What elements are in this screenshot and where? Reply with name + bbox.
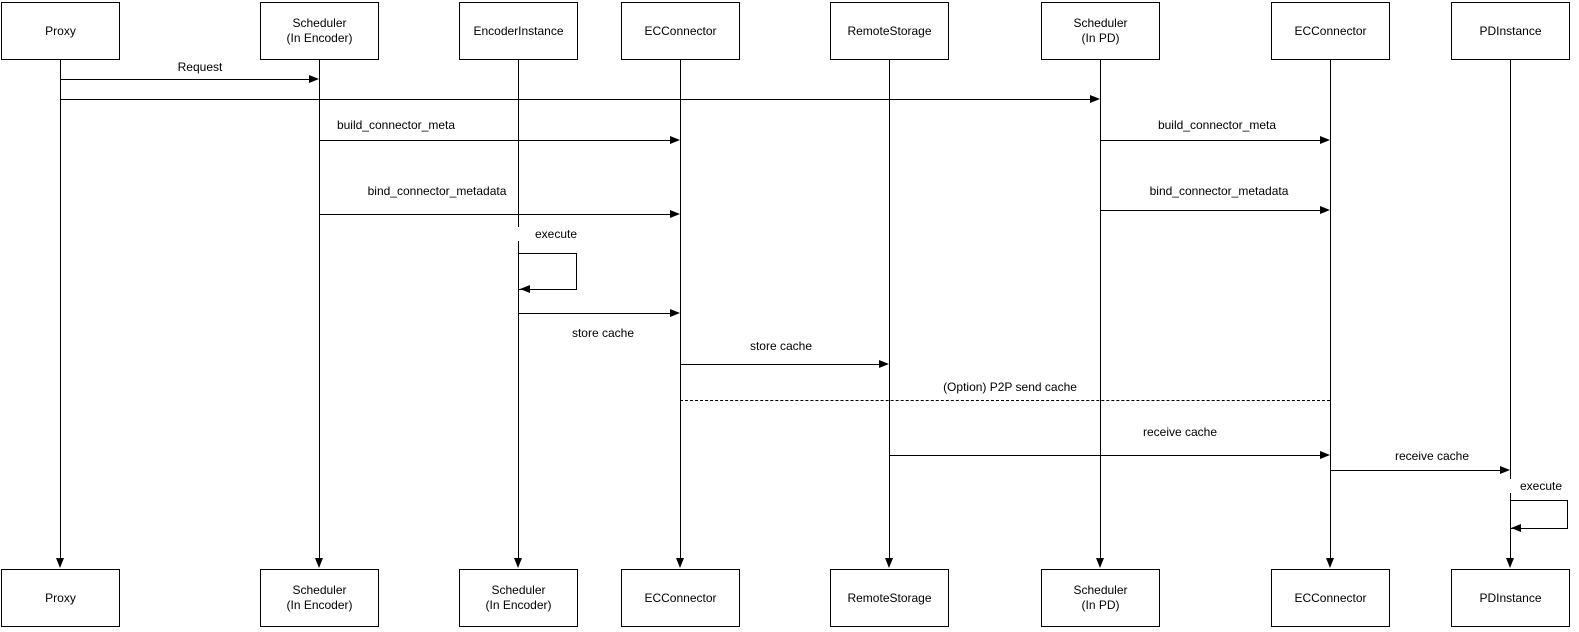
message-line-bind-connector-metadata-right [1100,210,1320,211]
lifeline-remote-storage-arrowhead-icon [885,558,893,568]
participant-top-pd-instance: PDInstance [1451,2,1570,60]
lifeline-ecconnector-right-arrowhead-icon [1326,558,1334,568]
lifeline-remote-storage [889,59,890,558]
message-label-bind-connector-metadata-right: bind_connector_metadata [1139,184,1299,198]
message-label-request: Request [130,60,270,74]
message-build-connector-meta-right-arrowhead-icon [1320,136,1330,144]
participant-top-ecconnector-right: ECConnector [1271,2,1390,60]
lifeline-ecconnector-left-arrowhead-icon [676,558,684,568]
lifeline-pd-instance-arrowhead-icon [1506,558,1514,568]
lifeline-scheduler-pd-arrowhead-icon [1096,558,1104,568]
participant-top-encoder-instance: EncoderInstance [459,2,578,60]
participant-bottom-pd-instance: PDInstance [1451,569,1570,627]
message-request-arrowhead-icon [309,75,319,83]
message-label-store-cache-remote: store cache [711,339,851,353]
message-receive-cache-pd-arrowhead-icon [1500,466,1510,474]
message-proxy-to-scheduler-pd-arrowhead-icon [1090,95,1100,103]
lifeline-scheduler-encoder-arrowhead-icon [315,558,323,568]
participant-bottom-scheduler-encoder: Scheduler (In Encoder) [260,569,379,627]
participant-top-scheduler-encoder: Scheduler (In Encoder) [260,2,379,60]
message-store-cache-encoder-arrowhead-icon [670,309,680,317]
participant-bottom-scheduler-encoder-2: Scheduler (In Encoder) [459,569,578,627]
participant-bottom-proxy: Proxy [1,569,120,627]
message-line-p2p-send-cache [680,400,1330,401]
participant-top-ecconnector-left: ECConnector [621,2,740,60]
message-line-receive-cache-remote [889,455,1320,456]
message-receive-cache-remote-arrowhead-icon [1320,451,1330,459]
message-label-build-connector-meta-right: build_connector_meta [1147,118,1287,132]
message-loop-execute-pd [1510,500,1568,529]
message-line-receive-cache-pd [1330,470,1500,471]
lifeline-ecconnector-left [680,59,681,558]
lifeline-encoder-instance [518,59,519,558]
message-line-proxy-to-scheduler-pd [60,99,1090,100]
lifeline-ecconnector-right [1330,59,1331,558]
message-bind-connector-metadata-right-arrowhead-icon [1320,206,1330,214]
message-line-store-cache-encoder [518,313,670,314]
lifeline-pd-instance [1510,59,1511,558]
participant-bottom-remote-storage: RemoteStorage [830,569,949,627]
message-line-store-cache-remote [680,364,879,365]
message-label-store-cache-encoder: store cache [533,326,673,340]
message-execute-encoder-arrowhead-icon [520,285,530,293]
participant-top-proxy: Proxy [1,2,120,60]
lifeline-scheduler-encoder [319,59,320,558]
lifeline-encoder-instance-arrowhead-icon [514,558,522,568]
message-label-execute-pd: execute [1501,479,1579,493]
message-loop-execute-encoder [519,253,577,290]
message-label-build-connector-meta-left: build_connector_meta [326,118,466,132]
message-label-bind-connector-metadata-left: bind_connector_metadata [357,184,517,198]
message-label-receive-cache-pd: receive cache [1362,449,1502,463]
message-label-p2p-send-cache: (Option) P2P send cache [930,380,1090,394]
lifeline-proxy [60,59,61,558]
message-label-receive-cache-remote: receive cache [1110,425,1250,439]
participant-bottom-ecconnector-right: ECConnector [1271,569,1390,627]
message-bind-connector-metadata-left-arrowhead-icon [670,210,680,218]
participant-top-remote-storage: RemoteStorage [830,2,949,60]
lifeline-scheduler-pd [1100,59,1101,558]
message-line-bind-connector-metadata-left [319,214,670,215]
message-store-cache-remote-arrowhead-icon [879,360,889,368]
lifeline-proxy-arrowhead-icon [56,558,64,568]
message-line-request [60,79,310,80]
message-line-build-connector-meta-right [1100,140,1320,141]
participant-bottom-ecconnector-left: ECConnector [621,569,740,627]
participant-bottom-scheduler-pd: Scheduler (In PD) [1041,569,1160,627]
participant-top-scheduler-pd: Scheduler (In PD) [1041,2,1160,60]
message-build-connector-meta-left-arrowhead-icon [670,136,680,144]
message-label-execute-encoder: execute [516,227,596,241]
message-execute-pd-arrowhead-icon [1511,524,1521,532]
message-line-build-connector-meta-left [319,140,670,141]
